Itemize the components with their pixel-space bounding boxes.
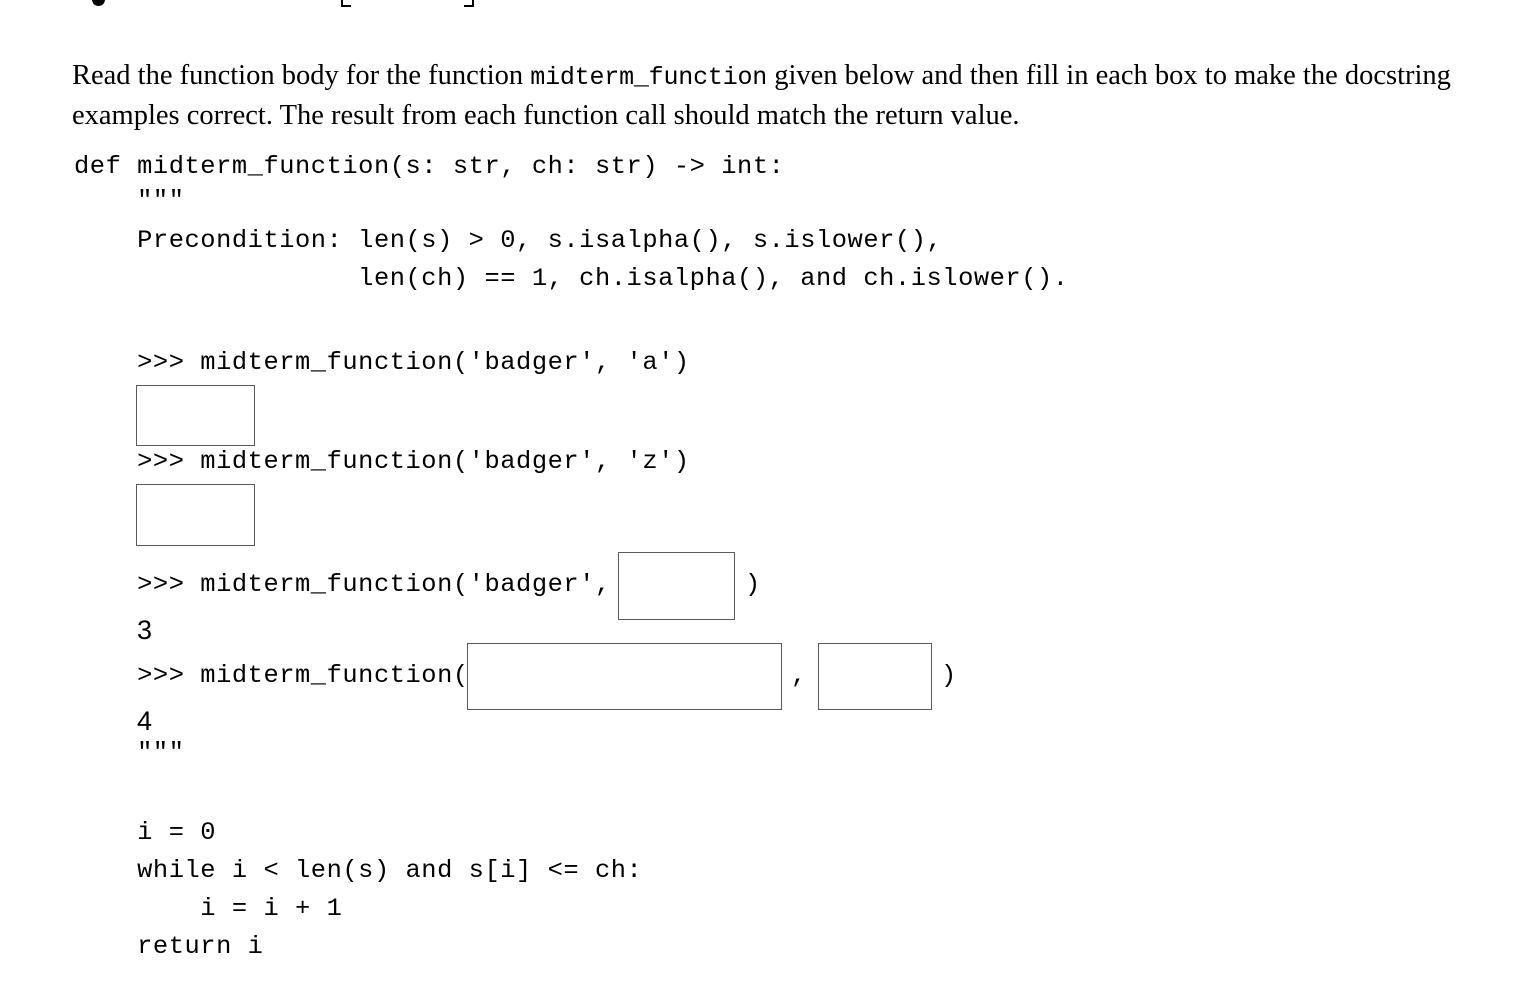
- doctest-prompt-4-suffix: ): [941, 661, 957, 690]
- doctest-prompt-4-prefix: >>> midterm_function(: [74, 661, 469, 690]
- answer-box-5[interactable]: [818, 643, 932, 710]
- instructions-text-before: Read the function body for the function: [72, 59, 531, 91]
- right-bracket-fragment-icon: [464, 0, 474, 7]
- answer-box-3[interactable]: [618, 552, 735, 620]
- doctest-prompt-1: >>> midterm_function('badger', 'a'): [74, 348, 690, 377]
- docstring-close-line: """: [74, 738, 185, 767]
- body-line-4: return i: [74, 932, 264, 961]
- instructions-paragraph: Read the function body for the function …: [72, 57, 1462, 135]
- instructions-function-name: midterm_function: [530, 62, 768, 92]
- expected-output-4: 4: [137, 706, 153, 736]
- code-signature-line: def midterm_function(s: str, ch: str) ->…: [74, 152, 785, 181]
- doctest-prompt-2: >>> midterm_function('badger', 'z'): [74, 447, 690, 476]
- clipped-top-artifacts: [0, 0, 1522, 14]
- doctest-arg-separator-4: ,: [791, 661, 807, 690]
- doctest-prompt-3-suffix: ): [745, 570, 761, 599]
- doctest-prompt-3-prefix: >>> midterm_function('badger',: [74, 570, 627, 599]
- left-bracket-fragment-icon: [341, 0, 351, 7]
- precondition-line-1: Precondition: len(s) > 0, s.isalpha(), s…: [74, 226, 943, 255]
- precondition-line-2: len(ch) == 1, ch.isalpha(), and ch.islow…: [74, 264, 1069, 293]
- bullet-fragment-icon: [92, 0, 105, 6]
- answer-box-2[interactable]: [136, 484, 255, 546]
- answer-box-4[interactable]: [467, 643, 782, 710]
- body-line-1: i = 0: [74, 818, 217, 847]
- instructions-text-after: given below and then fill in each box to…: [72, 59, 1451, 131]
- answer-box-1[interactable]: [136, 385, 255, 446]
- body-line-3: i = i + 1: [74, 894, 343, 923]
- expected-output-3: 3: [137, 615, 153, 645]
- docstring-open-line: """: [74, 186, 185, 215]
- body-line-2: while i < len(s) and s[i] <= ch:: [74, 856, 643, 885]
